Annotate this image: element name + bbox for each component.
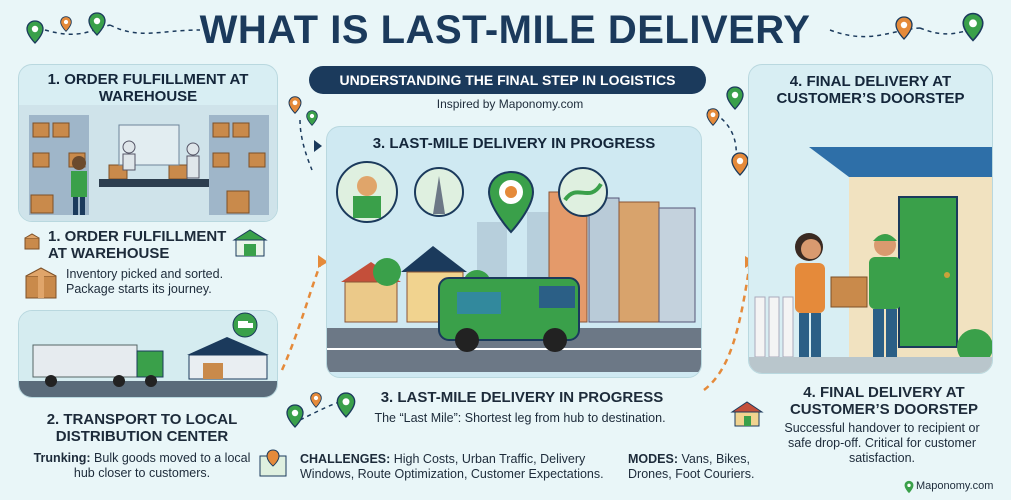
trunking-label: Trunking:	[33, 451, 91, 465]
step2-description: Trunking: Bulk goods moved to a local hu…	[22, 451, 262, 481]
city-delivery-illustration	[327, 152, 701, 372]
step1-title: 1. ORDER FULFILLMENT AT WAREHOUSE	[48, 228, 227, 262]
step4-description: Successful handover to recipient or safe…	[784, 421, 980, 465]
map-pin-icon	[731, 152, 749, 176]
footer-credit: Maponomy.com	[916, 480, 994, 492]
house-icon	[730, 401, 764, 427]
map-pin-icon	[286, 404, 304, 428]
package-icon	[25, 267, 57, 299]
step2-description-text: Bulk goods moved to a local hub closer t…	[73, 451, 251, 480]
map-pin-icon	[895, 16, 913, 40]
warehouse-icon	[232, 229, 268, 257]
location-pin-icon	[904, 480, 914, 494]
step2-title: 2. TRANSPORT TO LOCAL DISTRIBUTION CENTE…	[46, 411, 238, 445]
page-title: WHAT IS LAST-MILE DELIVERY	[199, 8, 811, 52]
subtitle-banner: UNDERSTANDING THE FINAL STEP IN LOGISTIC…	[309, 66, 706, 94]
last-mile-panel: 3. LAST-MILE DELIVERY IN PROGRESS	[326, 126, 702, 378]
challenges-list: High Costs, Urban Traffic, Delivery Wind…	[300, 452, 604, 481]
warehouse-panel-title: 1. ORDER FULFILLMENT AT WAREHOUSE	[47, 71, 249, 105]
doorstep-panel: 4. FINAL DELIVERY AT CUSTOMER’S DOORSTEP	[748, 64, 993, 374]
doorstep-illustration	[749, 107, 992, 373]
map-pin-icon	[26, 20, 44, 44]
map-pin-icon	[706, 108, 720, 126]
warehouse-illustration	[19, 105, 277, 221]
map-pin-icon	[336, 392, 356, 418]
warehouse-panel: 1. ORDER FULFILLMENT AT WAREHOUSE	[18, 64, 278, 222]
modes-label: MODES:	[628, 452, 678, 466]
box-icon	[24, 233, 40, 250]
map-pin-icon	[726, 86, 744, 110]
challenges-text: CHALLENGES: High Costs, Urban Traffic, D…	[300, 452, 630, 482]
map-pin-icon	[306, 110, 318, 126]
map-pin-icon	[288, 96, 302, 114]
modes-text: MODES: Vans, Bikes, Drones, Foot Courier…	[628, 452, 778, 482]
step4-title: 4. FINAL DELIVERY AT CUSTOMER’S DOORSTEP	[789, 384, 979, 418]
map-route-icon	[259, 449, 287, 477]
doorstep-panel-title: 4. FINAL DELIVERY AT CUSTOMER’S DOORSTEP	[776, 73, 965, 107]
challenges-label: CHALLENGES:	[300, 452, 391, 466]
truck-illustration	[19, 311, 277, 397]
step1-description: Inventory picked and sorted. Package sta…	[66, 267, 224, 296]
last-mile-panel-title: 3. LAST-MILE DELIVERY IN PROGRESS	[372, 135, 656, 152]
inspired-by-text: Inspired by Maponomy.com	[436, 97, 584, 111]
transport-panel	[18, 310, 278, 398]
step3-title: 3. LAST-MILE DELIVERY IN PROGRESS	[380, 389, 664, 406]
map-pin-icon	[310, 392, 322, 408]
map-pin-icon	[88, 12, 106, 36]
step3-description: The “Last Mile”: Shortest leg from hub t…	[374, 411, 666, 425]
map-pin-icon	[60, 16, 72, 32]
modes-list: Vans, Bikes, Drones, Foot Couriers.	[628, 452, 755, 481]
map-pin-icon	[962, 12, 984, 42]
